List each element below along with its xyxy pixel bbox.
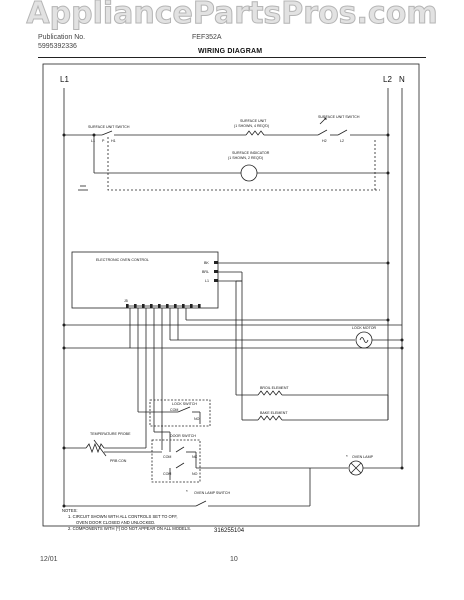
oven-lamp-marker: *	[346, 454, 348, 459]
label-l2: L2	[383, 75, 392, 84]
probe-connector-label: PRB CON	[110, 459, 127, 463]
surface-unit-switch-left-label: SURFACE UNIT SWITCH	[88, 125, 130, 129]
door-terminal-com-upper: COM	[163, 455, 172, 459]
temperature-probe-label: TEMPERATURE PROBE	[90, 432, 131, 436]
surface-unit-qty: (1 SHOWN, 4 REQ'D)	[234, 124, 270, 128]
surface-indicator-label: SURFACE INDICATOR	[232, 151, 270, 155]
lock-switch-box	[149, 399, 211, 427]
lock-motor-label: LOCK MOTOR	[352, 326, 377, 330]
connector-j5-label: J5	[124, 299, 128, 303]
oven-lamp-switch-label: OVEN LAMP SWITCH	[194, 491, 231, 495]
eoc-terminal-bk: BK	[204, 261, 209, 265]
diagram-frame	[42, 63, 420, 527]
surface-unit-switch-right-label: SURFACE UNIT SWITCH	[318, 115, 360, 119]
page-title: WIRING DIAGRAM	[198, 48, 263, 55]
header-rule	[38, 57, 426, 58]
publication-number: 5995392336	[38, 43, 77, 50]
switch-terminal-l1: L1	[91, 139, 95, 143]
notes-heading: NOTES:	[62, 508, 78, 513]
footer-page-number: 10	[230, 556, 238, 563]
lock-terminal-com: COM	[170, 408, 179, 412]
eoc-label: ELECTRONIC OVEN CONTROL	[96, 258, 149, 262]
oven-lamp-switch-marker: *	[186, 489, 188, 494]
part-number: 316255104	[214, 528, 245, 534]
door-switch-label: DOOR SWITCH	[170, 434, 196, 438]
bake-element-label: BAKE ELEMENT	[260, 411, 288, 415]
notes-line-2: OVEN DOOR CLOSED AND UNLOCKED.	[76, 520, 156, 525]
footer-date: 12/01	[40, 556, 58, 563]
model-number: FEF352A	[192, 34, 222, 41]
notes-line-3: 2. COMPONENTS WITH (*) DO NOT APPEAR ON …	[68, 526, 192, 531]
notes-line-1: 1. CIRCUIT SHOWN WITH ALL CONTROLS SET T…	[68, 514, 178, 519]
eoc-terminal-brl: BRL	[202, 270, 209, 274]
door-terminal-no: NO	[192, 472, 198, 476]
oven-lamp-label: OVEN LAMP	[352, 455, 373, 459]
eoc-terminal-l1: L1	[205, 279, 209, 283]
surface-indicator-qty: (1 SHOWN, 2 REQ'D)	[228, 156, 264, 160]
lock-switch-label: LOCK SWITCH	[172, 402, 197, 406]
label-l1: L1	[60, 75, 69, 84]
lock-terminal-no: NO	[194, 417, 200, 421]
door-switch-box	[151, 439, 201, 483]
label-n: N	[399, 75, 405, 84]
door-terminal-com-lower: COM	[163, 472, 172, 476]
surface-unit-label: SURFACE UNIT	[240, 119, 267, 123]
switch-terminal-h2: H2	[322, 139, 327, 143]
switch-terminal-l2: L2	[340, 139, 344, 143]
publication-label: Publication No.	[38, 34, 86, 41]
door-terminal-nc: NC	[192, 455, 198, 459]
broil-element-label: BROIL ELEMENT	[260, 386, 289, 390]
switch-terminal-p: P	[102, 139, 105, 143]
watermark-logo: AppliancePartsPros.com	[26, 0, 438, 32]
switch-terminal-h1: H1	[111, 139, 116, 143]
